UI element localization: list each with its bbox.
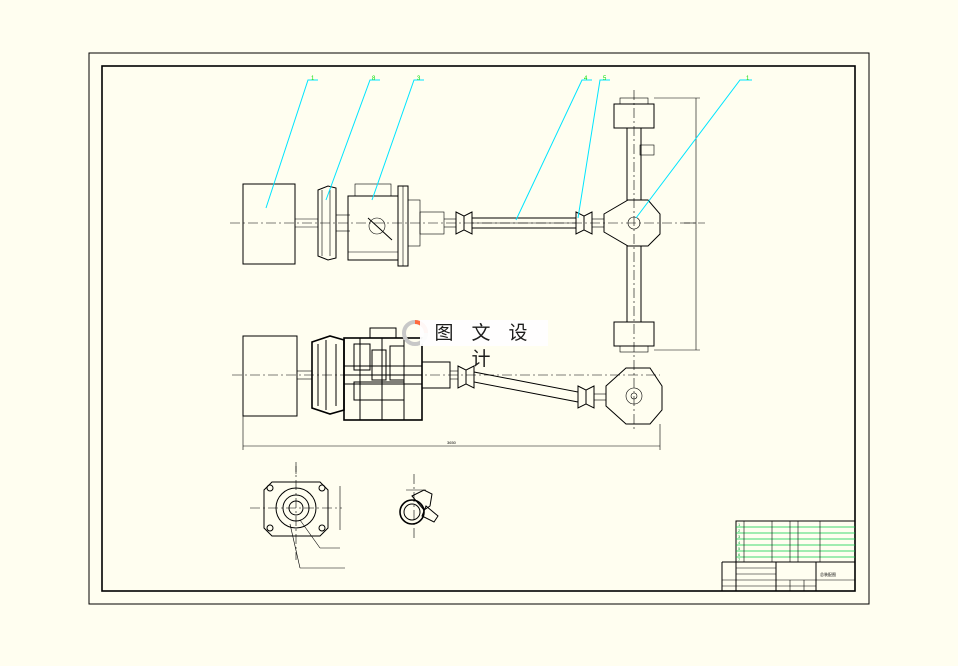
engine-block-side [242, 335, 298, 417]
title-block: 1 2 3 4 5 6 7 总装配图 [721, 520, 856, 592]
svg-text:7: 7 [738, 557, 741, 562]
balloon-1-engine: 1 [311, 76, 315, 82]
inner-border [101, 65, 856, 592]
engine-block-top [242, 183, 296, 265]
svg-text:3: 3 [738, 534, 741, 539]
balloon-1-axle: 1 [746, 76, 750, 82]
svg-text:1: 1 [738, 522, 741, 527]
svg-text:6: 6 [738, 552, 741, 557]
balloon-4-shaft: 4 [584, 76, 588, 82]
detail-flange [250, 462, 345, 569]
watermark: 图 文 设 计 [400, 318, 556, 370]
detail-section [399, 474, 439, 540]
gearbox-top [347, 195, 399, 261]
dimension-overall-length: 3650 [447, 440, 457, 445]
balloon-5-joint: 5 [603, 76, 607, 82]
watermark-text: 图 文 设 计 [420, 320, 548, 370]
svg-text:5: 5 [738, 546, 741, 551]
drive-shaft-side [473, 371, 579, 403]
svg-text:2: 2 [738, 528, 741, 533]
title-block-drawing-name: 总装配图 [820, 571, 836, 577]
side-view: 3650 [232, 327, 663, 450]
outer-border [88, 52, 870, 605]
balloon-8-clutch: 8 [372, 76, 376, 82]
part-leaders [265, 79, 752, 221]
balloon-3-gearbox: 3 [417, 76, 421, 82]
clutch-housing-top [317, 185, 337, 261]
svg-text:4: 4 [738, 540, 741, 545]
